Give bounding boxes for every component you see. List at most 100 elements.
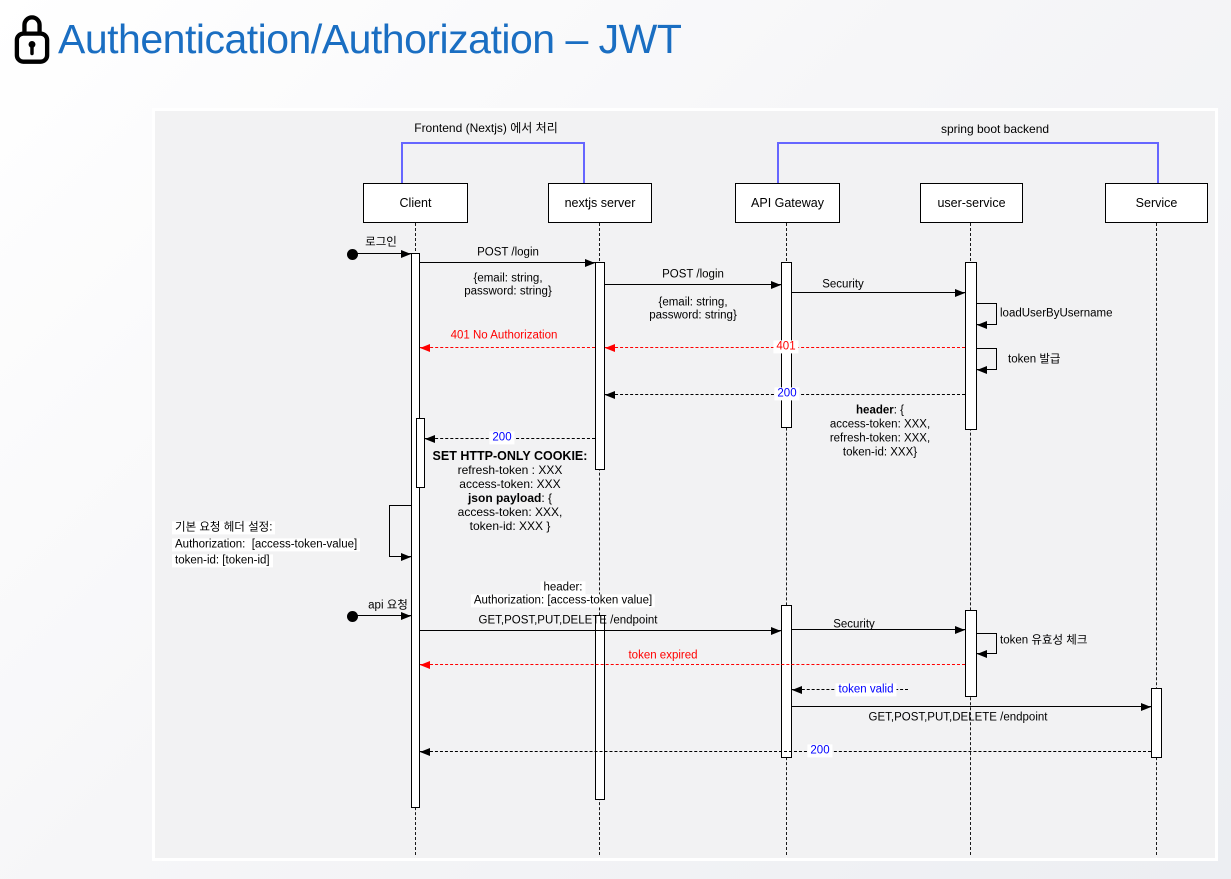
participant-client: Client: [363, 183, 468, 223]
msg-api-request-start: [357, 615, 411, 616]
msg-post-login-nextjs-apigw: [605, 284, 781, 285]
lbl-header-brace-part-0: header: [856, 404, 894, 417]
lbl-set-cookie: SET HTTP-ONLY COOKIE:: [432, 448, 588, 463]
lbl-header-brace-part-1: : {: [893, 404, 904, 417]
group-frontend-label: Frontend (Nextjs) 에서 처리: [414, 121, 558, 136]
msg-200-nextjs-client-head: [425, 434, 435, 443]
lifeline-user-service: [970, 223, 971, 855]
lbl-json-payload: json payload: {: [467, 491, 553, 506]
lbl-200-first: 200: [774, 387, 800, 401]
msg-token-valid-head: [792, 685, 802, 694]
msg-200-final-head: [420, 747, 430, 756]
lbl-payload-1b: password: string}: [464, 285, 552, 298]
msg-401-usersvc-nextjs-head: [605, 343, 615, 352]
group-frontend-bracket-left: [401, 142, 403, 183]
lbl-cookie-access: access-token: XXX: [459, 477, 561, 492]
msg-get-endpoint-client-apigw-head: [771, 626, 781, 635]
msg-401-nextjs-client: [420, 347, 595, 348]
lbl-security-1: Security: [822, 278, 864, 291]
lbl-req-header-auth: Authorization: [access-token value]: [470, 594, 656, 608]
lifeline-api-gateway: [786, 223, 787, 855]
activation-service: [1151, 688, 1162, 758]
lbl-401: 401: [773, 340, 799, 354]
diagram-panel: [152, 108, 1218, 861]
lbl-token-expired: token expired: [628, 649, 698, 662]
msg-get-endpoint-client-apigw: [420, 630, 781, 631]
msg-post-login-nextjs-apigw-head: [771, 280, 781, 289]
lbl-get-endpoint-1: GET,POST,PUT,DELETE /endpoint: [478, 614, 658, 627]
lbl-header-refresh: refresh-token: XXX,: [829, 432, 931, 445]
selfloop-set-default-headers-head: [401, 552, 411, 561]
msg-security-1-head: [955, 288, 965, 297]
participant-api-gateway: API Gateway: [735, 183, 840, 223]
activation-apigw-2: [781, 605, 792, 758]
lbl-401-no-authorization: 401 No Authorization: [450, 329, 558, 342]
activation-client-nested: [416, 418, 425, 488]
activation-usersvc-2: [965, 610, 977, 697]
group-backend-bracket: [777, 142, 1157, 144]
lbl-200-second: 200: [489, 431, 515, 445]
msg-security-2: [792, 629, 965, 630]
selfloop-load-user-by-username-head: [977, 320, 987, 329]
page-title-row: Authentication/Authorization – JWT: [12, 12, 682, 66]
lbl-json-tokenid: token-id: XXX }: [469, 519, 551, 534]
group-frontend-bracket-right: [583, 142, 585, 183]
msg-token-expired: [420, 664, 965, 665]
lbl-login: 로그인: [365, 236, 397, 249]
participant-user-service: user-service: [920, 183, 1023, 223]
lbl-token-validation: token 유효성 체크: [1000, 634, 1088, 647]
group-backend-bracket-right: [1157, 142, 1159, 183]
selfloop-token-issue: [977, 348, 997, 370]
start-dot-login: [346, 248, 358, 260]
page-title: Authentication/Authorization – JWT: [58, 15, 682, 62]
msg-200-final: [420, 751, 1151, 752]
lbl-json-payload-part-0: json payload: [467, 491, 542, 506]
msg-200-usersvc-nextjs-head: [605, 390, 615, 399]
msg-post-login-client-nextjs: [420, 262, 595, 263]
lbl-header-access: access-token: XXX,: [829, 418, 931, 431]
participant-service: Service: [1105, 183, 1208, 223]
msg-api-request-start-head: [401, 611, 411, 620]
lbl-req-header: header:: [540, 581, 586, 595]
lbl-default-header-tokenid: token-id: [token-id]: [172, 554, 273, 568]
lbl-load-user-by-username: loadUserByUsername: [1000, 307, 1113, 320]
group-backend-label: spring boot backend: [940, 122, 1050, 137]
selfloop-token-issue-head: [977, 365, 987, 374]
lbl-header-tokenid: token-id: XXX}: [842, 446, 918, 459]
lbl-get-endpoint-2: GET,POST,PUT,DELETE /endpoint: [868, 711, 1048, 724]
lbl-payload-1a: {email: string,: [473, 272, 543, 285]
lbl-default-header-auth: Authorization: [access-token-value]: [172, 538, 361, 552]
msg-401-nextjs-client-head: [420, 343, 430, 352]
lbl-payload-2b: password: string}: [649, 309, 737, 322]
activation-nextjs-1: [595, 262, 605, 470]
lbl-json-access: access-token: XXX,: [457, 505, 563, 520]
lifeline-service: [1156, 223, 1157, 855]
lbl-200-final: 200: [807, 744, 833, 758]
start-dot-api-request: [346, 610, 358, 622]
activation-nextjs-2: [595, 615, 605, 800]
selfloop-token-validation: [977, 633, 997, 654]
msg-security-2-head: [955, 625, 965, 634]
msg-login-start-head: [401, 249, 411, 258]
participant-nextjs-server: nextjs server: [548, 183, 652, 223]
msg-get-endpoint-apigw-service-head: [1141, 702, 1151, 711]
lbl-post-login-1: POST /login: [477, 246, 539, 259]
lbl-cookie-refresh: refresh-token : XXX: [457, 463, 563, 478]
lbl-token-valid: token valid: [835, 683, 897, 697]
lifeline-nextjs-server: [599, 223, 600, 855]
msg-login-start: [357, 253, 411, 254]
group-frontend-bracket: [401, 142, 583, 144]
lbl-header-brace: header: {: [856, 404, 904, 417]
lbl-payload-2a: {email: string,: [658, 296, 728, 309]
selfloop-set-default-headers: [389, 505, 411, 557]
activation-usersvc-1: [965, 262, 977, 430]
msg-security-1: [792, 292, 965, 293]
selfloop-token-validation-head: [977, 649, 987, 658]
msg-token-expired-head: [420, 660, 430, 669]
lbl-json-payload-part-1: : {: [541, 491, 553, 506]
lbl-default-header-title: 기본 요청 헤더 설정:: [172, 521, 276, 535]
lbl-api-request: api 요청: [368, 599, 408, 612]
activation-client-main: [411, 253, 420, 808]
msg-post-login-client-nextjs-head: [585, 258, 595, 267]
